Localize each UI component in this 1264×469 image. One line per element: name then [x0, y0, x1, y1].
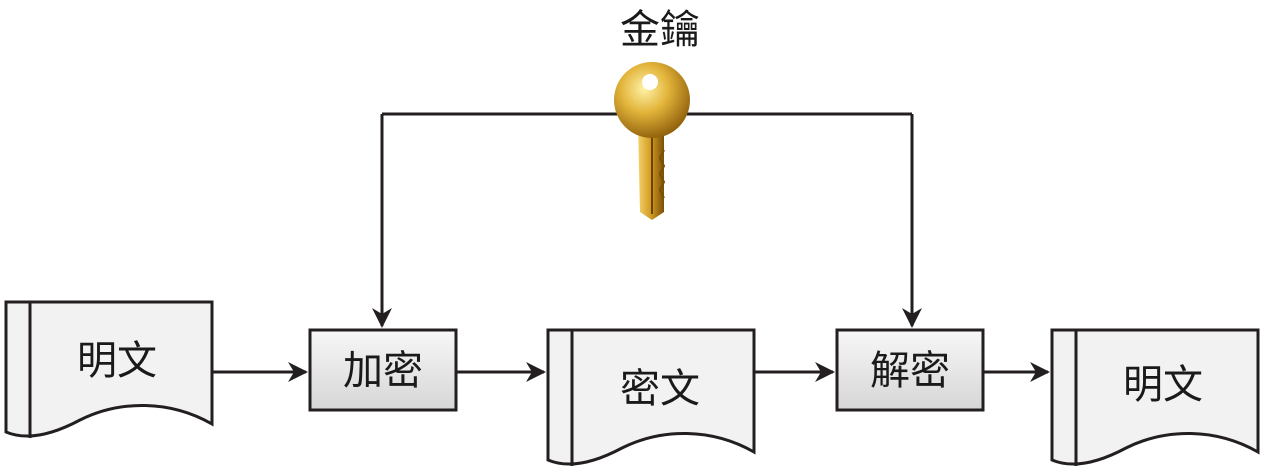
decrypt-label: 解密 [870, 348, 950, 394]
decrypt-box: 解密 [835, 328, 985, 412]
key-connector [372, 112, 922, 328]
encrypt-box: 加密 [308, 328, 458, 412]
ciphertext-document: 密文 [546, 328, 756, 466]
plaintext-output-label: 明文 [1123, 362, 1203, 408]
plaintext-input-label: 明文 [77, 338, 157, 384]
plaintext-document-output: 明文 [1050, 328, 1260, 466]
plaintext-document-input: 明文 [4, 300, 214, 438]
golden-key-icon [614, 62, 690, 220]
key-label: 金鑰 [620, 7, 700, 53]
ciphertext-label: 密文 [620, 366, 700, 412]
encrypt-label: 加密 [343, 348, 423, 394]
